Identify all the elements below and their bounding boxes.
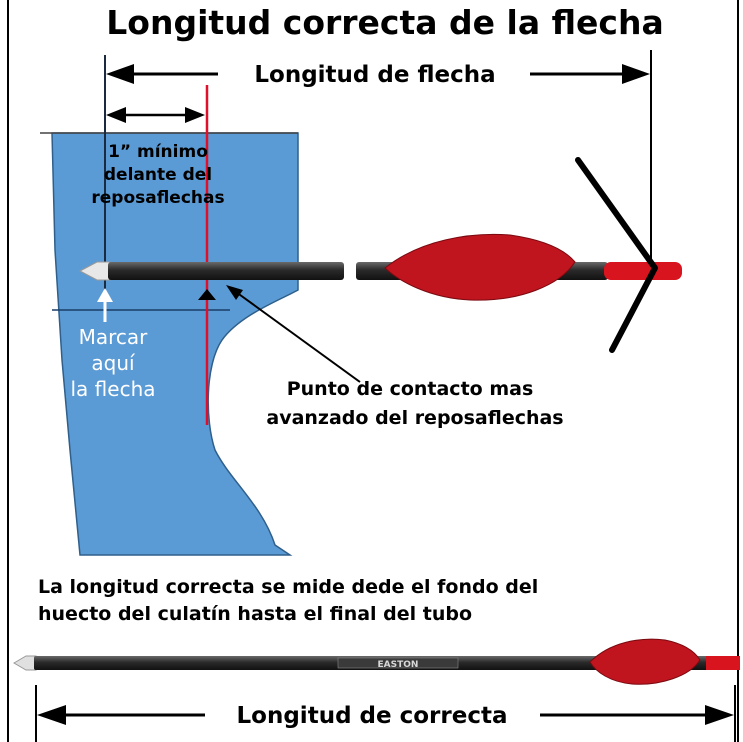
measure-caption-line-1: La longitud correcta se mide dede el fon…: [38, 576, 538, 598]
lower-arrow-brand: EASTON: [378, 660, 419, 670]
arrow-shaft-front: [108, 262, 344, 280]
top-dimension-label: Longitud de flecha: [254, 62, 495, 88]
top-dim-arrowhead-left: [106, 64, 134, 84]
bottom-dim-arrowhead-left: [37, 705, 66, 725]
mark-note-line-3: la flecha: [71, 377, 156, 401]
min-note-line-2: delante del: [104, 165, 212, 185]
contact-note-line-1: Punto de contacto mas: [287, 378, 534, 400]
min-dim-arrowhead-left: [106, 107, 126, 123]
arrow-rest-marker: [198, 289, 216, 300]
lower-arrow-point: [13, 655, 37, 671]
mark-note-line-2: aquí: [91, 351, 136, 375]
top-dim-arrowhead-right: [622, 64, 650, 84]
mark-note-line-1: Marcar: [79, 325, 149, 349]
arrow-fletching: [384, 233, 576, 301]
bottom-dimension-label: Longitud de correcta: [237, 703, 508, 729]
page-title: Longitud correcta de la flecha: [106, 3, 664, 42]
lower-arrow-nock: [706, 656, 740, 670]
arrow-nock: [604, 262, 682, 280]
min-note-line-3: reposaflechas: [91, 188, 224, 208]
contact-leader-arrowhead: [226, 285, 243, 300]
lower-arrow-fletching: [589, 638, 701, 685]
bow-riser: [51, 132, 299, 556]
lower-arrow-label-band: [337, 657, 459, 669]
contact-note-line-2: avanzado del reposaflechas: [266, 407, 563, 429]
min-dim-arrowhead-right: [185, 107, 205, 123]
mark-pointer-head: [97, 288, 113, 302]
contact-leader-line: [235, 291, 361, 383]
bow-string: [575, 157, 658, 353]
bottom-dim-arrowhead-right: [705, 705, 734, 725]
measure-caption-line-2: huecto del culatín hasta el final del tu…: [38, 603, 472, 625]
min-note-line-1: 1” mínimo: [108, 142, 208, 162]
